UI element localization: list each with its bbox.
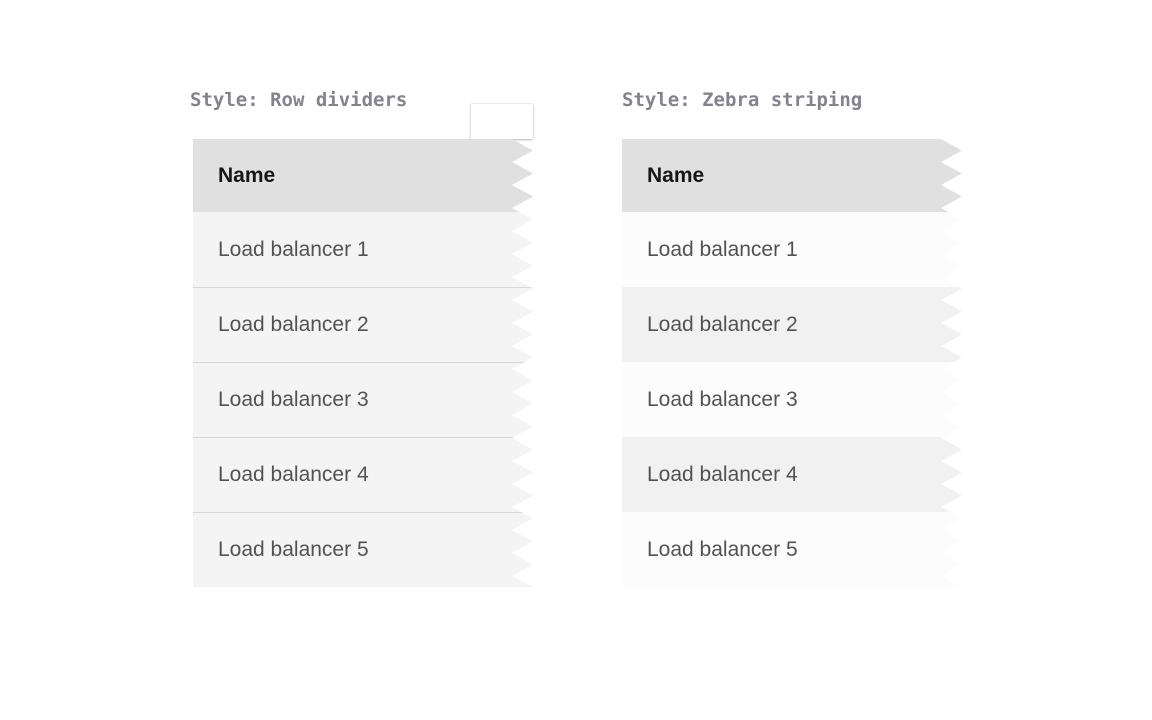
row-cell-name: Load balancer 3 xyxy=(647,387,798,411)
caption-zebra-striping: Style: Zebra striping xyxy=(622,89,863,111)
column-header-name: Name xyxy=(218,163,276,187)
table-body: Load balancer 1 Load balancer 2 Load bal… xyxy=(622,212,962,587)
row-cell-name: Load balancer 4 xyxy=(647,462,798,486)
row-cell-name: Load balancer 5 xyxy=(647,537,798,561)
torn-paper-fragment-bottom xyxy=(916,587,962,648)
table-row: Load balancer 3 xyxy=(622,362,962,437)
table-row: Load balancer 2 xyxy=(622,287,962,362)
table-header-row: Name xyxy=(193,139,533,212)
row-cell-name: Load balancer 2 xyxy=(647,312,798,336)
data-table-zebra-striping: Name Load balancer 1 Load balancer 2 Loa… xyxy=(622,139,962,587)
table-row: Load balancer 2 xyxy=(193,287,533,362)
row-cell-name: Load balancer 1 xyxy=(647,237,798,261)
table-row: Load balancer 3 xyxy=(193,362,533,437)
table-row: Load balancer 1 xyxy=(193,212,533,287)
data-table-row-dividers: Name Load balancer 1 Load balancer 2 Loa… xyxy=(193,139,533,587)
row-cell-name: Load balancer 1 xyxy=(218,237,369,261)
caption-row-dividers: Style: Row dividers xyxy=(190,89,408,111)
table-row: Load balancer 1 xyxy=(622,212,962,287)
table-row: Load balancer 5 xyxy=(193,512,533,587)
table-body: Load balancer 1 Load balancer 2 Load bal… xyxy=(193,212,533,587)
row-cell-name: Load balancer 2 xyxy=(218,313,369,336)
torn-paper-fragment-bottom xyxy=(487,587,533,648)
torn-paper-fragment-top xyxy=(471,104,533,139)
row-cell-name: Load balancer 4 xyxy=(218,463,369,486)
table-row: Load balancer 4 xyxy=(193,437,533,512)
table-row: Load balancer 4 xyxy=(622,437,962,512)
table-header-row: Name xyxy=(622,139,962,212)
column-header-name: Name xyxy=(647,163,705,187)
table-row: Load balancer 5 xyxy=(622,512,962,587)
row-cell-name: Load balancer 5 xyxy=(218,538,369,561)
row-cell-name: Load balancer 3 xyxy=(218,388,369,411)
